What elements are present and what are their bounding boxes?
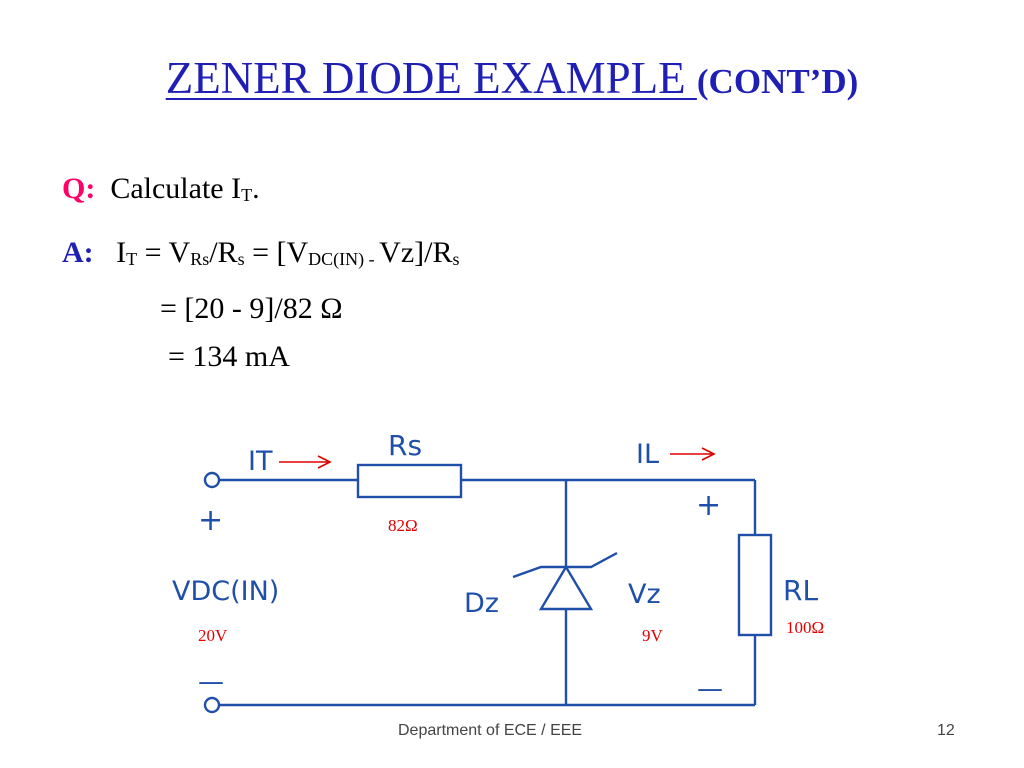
- ans-s4: DC(IN) -: [308, 249, 380, 269]
- question-line: Q: Calculate IT.: [62, 172, 260, 205]
- title-sub: (CONT’D): [696, 62, 859, 101]
- resistor-rs: [356, 463, 463, 499]
- ans-s3: s: [237, 249, 245, 269]
- ans-p6: ]/R: [414, 236, 453, 269]
- question-text: Calculate I: [110, 172, 242, 205]
- ans-s5: s: [452, 249, 460, 269]
- question-label: Q:: [62, 172, 96, 205]
- minus-right: —: [697, 674, 723, 704]
- ans-p2: = V: [137, 236, 191, 269]
- terminal-top: [203, 471, 221, 489]
- dz-label: Dz: [464, 588, 499, 619]
- ans-s2: Rs: [190, 249, 210, 269]
- ans-p4: = [V: [244, 236, 309, 269]
- answer-label: A:: [62, 236, 94, 269]
- slide-title: ZENER DIODE EXAMPLE (CONT’D): [0, 52, 1024, 104]
- question-sub: T: [241, 185, 253, 205]
- ans-s1: T: [126, 249, 138, 269]
- it-arrow: [279, 455, 332, 469]
- resistor-rl: [737, 533, 773, 637]
- vdc-label: VDC(IN): [172, 576, 279, 607]
- ans-p5: Vz: [379, 236, 415, 269]
- answer-line-3: = 134 mA: [168, 340, 290, 373]
- rl-label: RL: [783, 574, 818, 607]
- terminal-bottom: [203, 696, 221, 714]
- zener-bar: [512, 551, 618, 579]
- plus-right: +: [696, 488, 721, 523]
- vdc-value: 20V: [198, 626, 228, 645]
- footer-page-number: 12: [937, 722, 955, 739]
- rs-label: Rs: [388, 429, 422, 462]
- it-label: IT: [248, 446, 273, 477]
- il-arrow: [670, 447, 716, 461]
- answer-line-2: = [20 - 9]/82 Ω: [160, 292, 343, 325]
- rl-value: 100Ω: [786, 618, 824, 637]
- minus-left: —: [198, 667, 224, 697]
- il-label: IL: [636, 439, 659, 470]
- rs-value: 82Ω: [388, 516, 418, 535]
- zener-diode-symbol: [538, 564, 594, 611]
- plus-left: +: [198, 503, 223, 538]
- ans-p3: /R: [209, 236, 238, 269]
- vz-label: Vz: [628, 579, 661, 610]
- answer-line-1: A: IT = VRs/Rs = [VDC(IN) - Vz]/Rs: [62, 236, 460, 269]
- title-main: ZENER DIODE EXAMPLE: [165, 53, 697, 103]
- ans-p1: I: [116, 236, 127, 269]
- footer-department: Department of ECE / EEE: [398, 722, 583, 739]
- vz-value: 9V: [642, 626, 664, 645]
- question-end: .: [252, 172, 260, 205]
